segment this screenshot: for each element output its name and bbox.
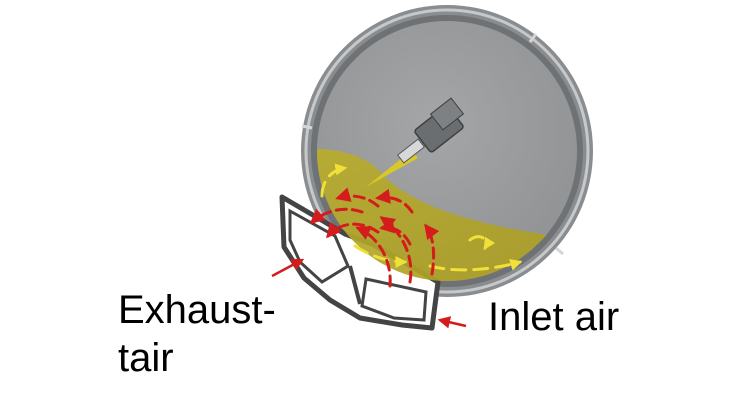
pointer-arrows (271, 258, 467, 329)
airflow-arrow-6 (335, 187, 380, 208)
bed-arrow-right (468, 235, 496, 251)
spray-gun-nozzle (396, 138, 426, 164)
airflow-arrow-5 (309, 207, 364, 224)
air-plenum (279, 194, 441, 331)
bed-circulation-arrows (320, 163, 523, 272)
drum-rim-highlight (304, 8, 590, 294)
exhaust-label-line2: tair (118, 336, 174, 380)
airflow-arrow-3 (424, 223, 440, 276)
exhaust-label-line1: Exhaust- (118, 288, 276, 332)
airflow-arrow-7 (375, 188, 414, 214)
bed-arrow-left (320, 163, 348, 198)
airflow-arrow-8 (379, 218, 412, 246)
inlet-pointer-arrow (437, 316, 467, 329)
inlet-air-label: Inlet air (488, 295, 620, 339)
bed-arrow-inner (353, 244, 408, 268)
plenum-divider (348, 265, 362, 305)
plenum-inlet-chamber (360, 277, 428, 322)
drum-rim-segments (301, 33, 564, 256)
exhaust-air-label: Exhaust-tair (118, 286, 276, 382)
airflow-arrows (309, 187, 440, 288)
bed-arrow-bottom (428, 259, 523, 272)
airflow-arrow-4 (326, 222, 380, 239)
spray-gun-icon (366, 97, 465, 187)
airflow-arrow-1 (355, 226, 392, 288)
spray-gun-top (429, 97, 465, 131)
exhaust-pointer-arrow (271, 258, 305, 278)
